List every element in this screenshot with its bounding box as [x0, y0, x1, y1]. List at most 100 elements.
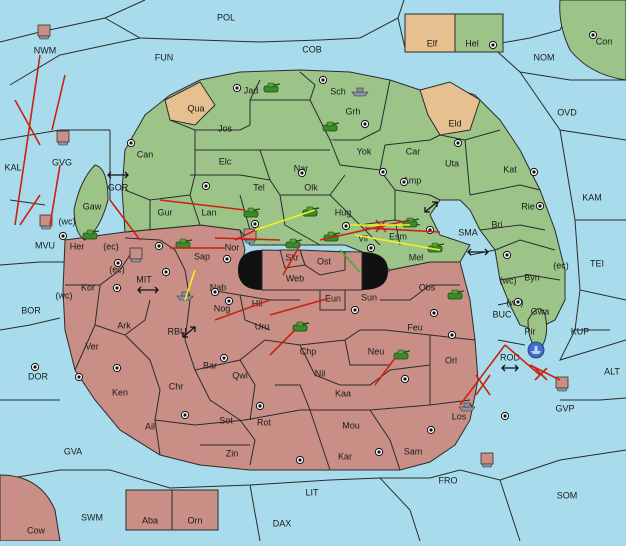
province-label-Hel: Hel — [465, 38, 479, 48]
tank-icon[interactable] — [285, 238, 303, 249]
supply-centers — [30, 30, 598, 465]
sea-label-DAX: DAX — [273, 518, 292, 528]
sea-label-SMA: SMA — [458, 227, 478, 237]
depot-icon[interactable] — [56, 130, 70, 146]
province-label-Gaw: Gaw — [83, 201, 102, 211]
tank-icon[interactable] — [292, 321, 310, 332]
province-label-Kaa: Kaa — [335, 388, 351, 398]
tank-icon[interactable] — [82, 229, 100, 240]
tank-icon[interactable] — [447, 289, 465, 300]
sea-label-SOM: SOM — [557, 490, 578, 500]
province-label-Cow: Cow — [27, 525, 46, 535]
fleet-icon[interactable] — [527, 341, 545, 359]
province-Con[interactable] — [559, 0, 626, 81]
sea-label-GOR: GOR — [108, 182, 129, 192]
province-label-NWM: NWM — [34, 45, 57, 55]
supply-center-icon — [255, 401, 265, 411]
supply-center-icon — [399, 177, 409, 187]
supply-center-icon — [426, 425, 436, 435]
supply-center-icon — [222, 254, 232, 264]
sea-label-NOM: NOM — [534, 52, 555, 62]
province-label-Sot: Sot — [219, 415, 233, 425]
province-label-Uru: Uru — [255, 321, 270, 331]
province-label-Esm: Esm — [389, 231, 407, 241]
coast-marker-wc-byn: (wc) — [500, 275, 517, 285]
supply-center-icon — [224, 296, 234, 306]
province-Orn[interactable] — [171, 489, 219, 531]
tank-icon[interactable] — [393, 349, 411, 360]
sea-label-RBU: RBU — [167, 326, 186, 336]
depot-icon[interactable] — [129, 247, 143, 263]
depot-icon[interactable] — [39, 214, 53, 230]
sea-label-LIT: LIT — [305, 487, 319, 497]
depot-icon[interactable] — [480, 452, 494, 468]
province-label-Ail: Ail — [145, 421, 155, 431]
sea-label-ALT: ALT — [604, 366, 620, 376]
orders-layer — [14, 54, 561, 406]
sea-label-SWM: SWM — [81, 512, 103, 522]
province-Cow[interactable] — [0, 474, 61, 542]
supply-center-icon — [112, 283, 122, 293]
supply-center-icon — [126, 138, 136, 148]
tank-icon[interactable] — [263, 82, 281, 93]
province-label-Ken: Ken — [112, 387, 128, 397]
sea-label-GVA: GVA — [64, 446, 82, 456]
province-label-Lan: Lan — [201, 207, 216, 217]
supply-center-icon — [400, 374, 410, 384]
province-label-Jos: Jos — [218, 123, 233, 133]
tank-icon[interactable] — [302, 206, 320, 217]
province-label-Gur: Gur — [157, 207, 172, 217]
coast-marker-ec-kor: (ec) — [109, 264, 125, 274]
province-label-Jad: Jad — [244, 85, 259, 95]
province-label-Los: Los — [452, 411, 467, 421]
fleet-icon[interactable] — [351, 87, 369, 97]
supply-center-icon — [161, 267, 171, 277]
province-Qua[interactable] — [164, 81, 216, 126]
province-label-Sam: Sam — [404, 446, 423, 456]
supply-center-icon — [378, 167, 388, 177]
province-label-Kor: Kor — [81, 282, 95, 292]
sea-label-POL: POL — [217, 12, 235, 22]
province-label-Tel: Tel — [253, 182, 265, 192]
province-Gaw[interactable] — [73, 164, 109, 241]
north-islands — [404, 0, 626, 81]
province-label-Sap: Sap — [194, 251, 210, 261]
supply-center-icon — [201, 181, 211, 191]
province-Eld[interactable] — [419, 81, 481, 136]
depot-icon[interactable] — [37, 24, 51, 40]
supply-center-icon — [453, 138, 463, 148]
supply-center-icon — [74, 372, 84, 382]
depot-icon[interactable] — [243, 228, 257, 244]
province-label-Ost: Ost — [317, 256, 332, 266]
province-label-Orl: Orl — [445, 355, 457, 365]
province-label-Mel: Mel — [409, 252, 424, 262]
province-label-Nab: Nab — [210, 282, 227, 292]
sea-label-KAM: KAM — [582, 192, 602, 202]
province-label-Her: Her — [70, 241, 85, 251]
province-label-Nar: Nar — [294, 163, 309, 173]
province-label-Orn: Orn — [187, 515, 202, 525]
supply-center-icon — [374, 447, 384, 457]
fleet-icon[interactable] — [458, 402, 476, 412]
supply-center-icon — [488, 40, 498, 50]
coast-marker-wc-mvu: (wc) — [59, 216, 76, 226]
supply-center-icon — [232, 83, 242, 93]
depot-icon[interactable] — [555, 376, 569, 392]
coast-marker-wc-kor: (wc) — [56, 290, 73, 300]
province-label-Kat: Kat — [503, 164, 517, 174]
province-Elf[interactable] — [404, 13, 456, 53]
province-label-Elc: Elc — [219, 156, 232, 166]
province-label-Web: Web — [286, 273, 304, 283]
province-label-Rie: Rie — [521, 201, 535, 211]
supply-center-icon — [30, 362, 40, 372]
coast-marker-ec-byn: (ec) — [553, 260, 569, 270]
province-Aba[interactable] — [125, 489, 173, 531]
tank-icon[interactable] — [322, 121, 340, 132]
supply-center-icon — [535, 201, 545, 211]
province-label-GVP: GVP — [555, 403, 574, 413]
province-label-GVG: GVG — [52, 157, 72, 167]
tank-icon[interactable] — [243, 207, 261, 218]
supply-center-icon — [502, 250, 512, 260]
province-label-Ark: Ark — [117, 320, 131, 330]
